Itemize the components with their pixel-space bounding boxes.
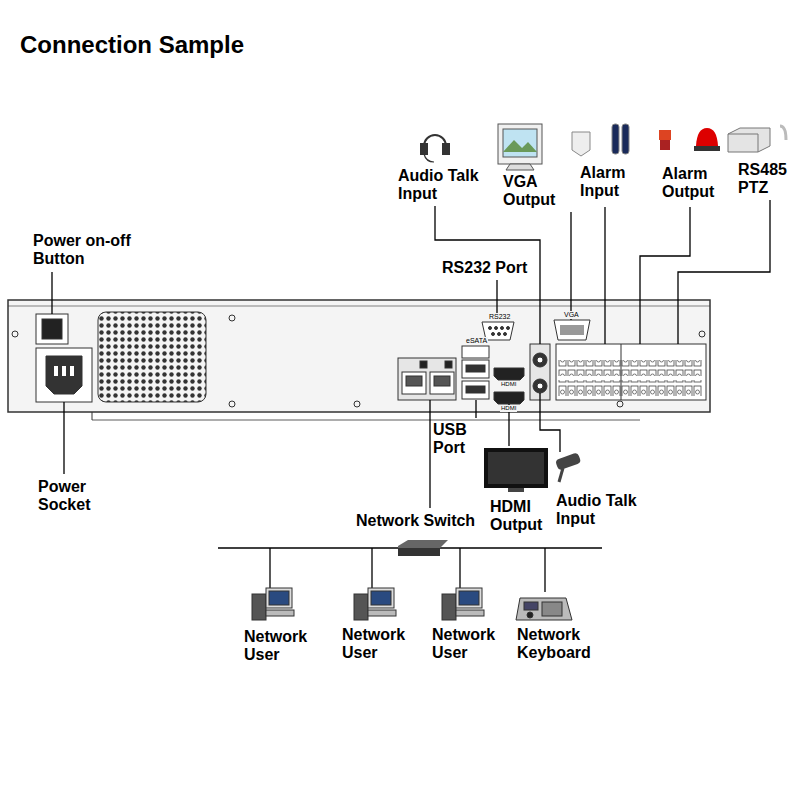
power-socket [36,348,92,402]
port-marking: eSATA [465,337,488,345]
ethernet-ports [398,358,456,400]
callout-label: RS485 PTZ [738,161,794,196]
network-switch-icon [398,540,448,556]
port-marking: VGA [563,311,580,319]
hdmi-ports [494,368,524,404]
callout-label: Alarm Input [580,164,636,199]
terminal-blocks [556,344,706,400]
callout-label: HDMI Output [490,498,550,533]
audio-jacks [530,344,550,400]
device-label: Network User [244,628,306,663]
callout-label: Alarm Output [662,165,722,200]
callout-label: USB Port [433,421,478,456]
callout-label: Audio Talk Input [556,492,651,527]
callout-label: RS232 Port [442,259,527,277]
callout-label: Power on-off Button [33,232,148,267]
device-label: Network Keyboard [517,626,603,661]
pir-sensor-icons [572,124,629,156]
usb-esata-ports [462,346,489,399]
device-label: Network User [432,626,494,661]
port-marking: RS232 [488,313,511,321]
callout-label: Audio Talk Input [398,167,493,202]
port-marking: HDMI [500,381,517,388]
vga-connector [554,320,590,340]
leader-lines [52,200,770,592]
callout-label: VGA Output [503,173,565,208]
fan-grill [98,312,206,402]
crt-monitor-icon [498,124,542,170]
device-label: Network User [342,626,404,661]
headset-icon [421,135,449,162]
power-switch [36,314,68,344]
port-marking: HDMI [500,405,517,412]
keyboard-icon [516,598,572,620]
diagram-title: Connection Sample [20,32,244,58]
callout-label: Network Switch [356,512,475,530]
tv-icon [484,448,548,492]
siren-icons [659,128,720,151]
ptz-box-icon [728,126,786,152]
pc-icons [252,588,484,620]
callout-label: Power Socket [38,478,108,513]
microphone-icon [555,452,581,482]
